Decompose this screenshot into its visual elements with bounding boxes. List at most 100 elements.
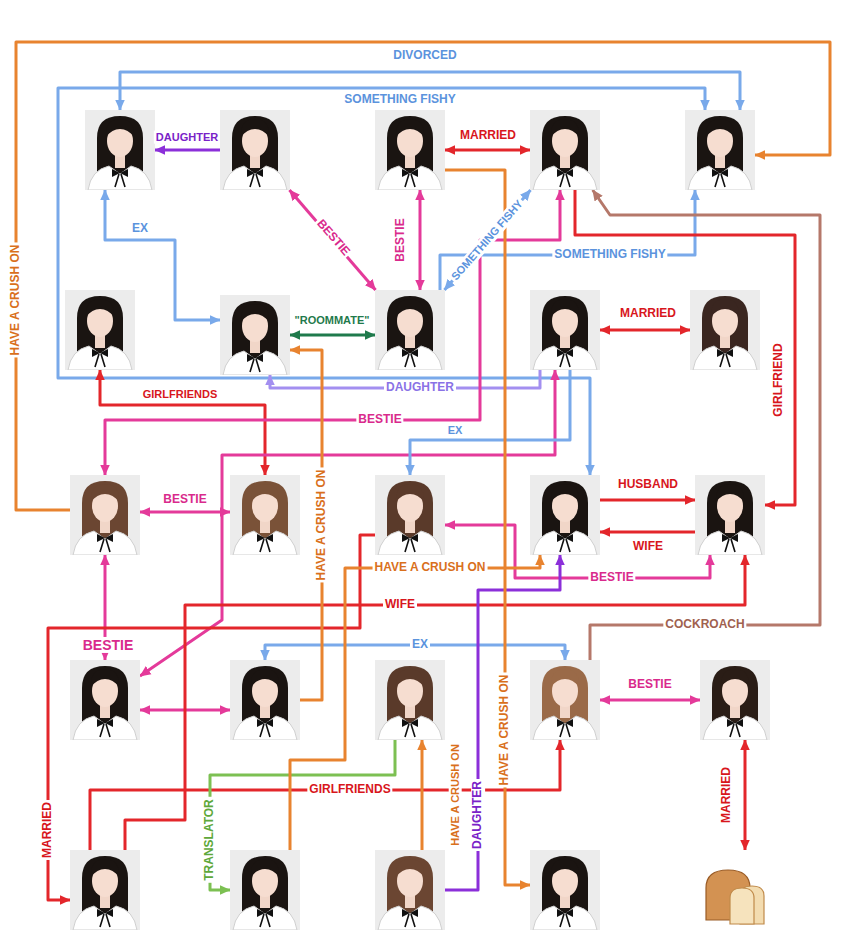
portrait-picture (530, 475, 600, 555)
relationship-arrow (421, 740, 424, 850)
relationship-label: SOMETHING FISHY (552, 248, 667, 262)
relationship-arrow (90, 740, 560, 850)
portrait-picture (375, 850, 445, 930)
relationship-arrow (590, 190, 820, 660)
portrait-picture (530, 850, 600, 930)
relationship-label: MARRIED (618, 307, 678, 321)
relationship-arrow (290, 334, 375, 337)
bread-node (700, 850, 770, 930)
portrait-picture (70, 660, 140, 740)
relationship-label: WIFE (383, 598, 417, 612)
portrait-picture (85, 110, 155, 190)
portrait-picture (530, 660, 600, 740)
relationship-label: MARRIED (458, 129, 518, 143)
relationship-arrow (600, 531, 695, 534)
portrait-node (695, 475, 765, 555)
relationship-label: HUSBAND (616, 478, 680, 492)
relationship-arrow (120, 72, 740, 110)
portrait-node (530, 110, 600, 190)
portrait-picture (530, 290, 600, 370)
relationship-arrow (270, 370, 540, 388)
relationship-label: BESTIE (356, 413, 403, 427)
relationship-label: DIVORCED (391, 49, 458, 63)
portrait-node (230, 660, 300, 740)
relationship-arrow (600, 499, 695, 502)
portrait-picture (65, 290, 135, 370)
portrait-picture (700, 660, 770, 740)
relationship-arrow (290, 555, 540, 850)
bread-picture (700, 850, 770, 930)
portrait-picture (220, 110, 290, 190)
relationship-label: SOMETHING FISHY (342, 93, 457, 107)
relationship-label: BESTIE (161, 493, 208, 507)
relationship-label: DAUGHTER (154, 131, 220, 144)
relationship-label: EX (446, 424, 465, 437)
portrait-node (85, 110, 155, 190)
relationship-arrow (445, 170, 530, 885)
portrait-picture (70, 475, 140, 555)
portrait-picture (70, 850, 140, 930)
relationship-label: BESTIE (81, 637, 136, 653)
relationship-label: EX (410, 638, 430, 652)
relationship-arrow (575, 190, 795, 505)
relationship-label: DAUGHTER (384, 381, 456, 395)
portrait-node (530, 660, 600, 740)
portrait-node (690, 290, 760, 370)
portrait-picture (375, 660, 445, 740)
portrait-node (530, 290, 600, 370)
portrait-node (70, 850, 140, 930)
relationship-arrow (744, 740, 747, 850)
portrait-node (375, 850, 445, 930)
relationship-label: GIRLFRIENDS (307, 783, 392, 797)
portrait-node (220, 295, 290, 375)
relationship-arrow (265, 645, 565, 660)
portrait-node (700, 660, 770, 740)
relationship-arrow (289, 190, 375, 290)
relationship-arrow (445, 525, 710, 578)
relationship-arrow (140, 511, 230, 514)
relationship-arrow (440, 190, 695, 290)
relationship-label: HAVE A CRUSH ON (9, 243, 23, 358)
relationship-label: BESTIE (312, 216, 353, 261)
relationship-label: DAUGHTER (471, 779, 485, 851)
portrait-picture (690, 290, 760, 370)
relationship-label: MARRIED (41, 800, 55, 860)
relationship-label: BESTIE (626, 678, 673, 692)
relationship-label: MARRIED (720, 765, 734, 825)
portrait-picture (375, 110, 445, 190)
portrait-node (375, 290, 445, 370)
portrait-node (530, 475, 600, 555)
relationship-arrow (600, 699, 700, 702)
portrait-picture (230, 850, 300, 930)
relationship-arrow (155, 149, 220, 152)
relationship-label: HAVE A CRUSH ON (373, 561, 488, 575)
portrait-node (70, 660, 140, 740)
portrait-node (530, 850, 600, 930)
relationship-arrow (600, 329, 690, 332)
relationship-label: EX (130, 222, 150, 236)
relationship-label: GIRLFRIEND (772, 341, 786, 418)
portrait-picture (375, 290, 445, 370)
portrait-node (230, 850, 300, 930)
relationship-label: SOMETHING FISHY (447, 196, 526, 284)
portrait-node (375, 110, 445, 190)
relationship-arrow (16, 42, 830, 510)
portrait-node (230, 475, 300, 555)
relationship-label: GIRLFRIENDS (141, 388, 220, 401)
portrait-node (220, 110, 290, 190)
portrait-node (65, 290, 135, 370)
relationship-label: WIFE (631, 540, 665, 554)
relationship-arrow (445, 149, 530, 152)
relationship-label: TRANSLATOR (203, 797, 217, 883)
relationship-arrow (125, 555, 745, 850)
portrait-picture (375, 475, 445, 555)
portrait-node (685, 110, 755, 190)
portrait-node (70, 475, 140, 555)
portrait-node (375, 660, 445, 740)
relationship-label: BESTIE (394, 216, 408, 263)
relationship-arrow (410, 370, 570, 475)
relationship-arrow (105, 190, 560, 475)
relationship-label: BESTIE (588, 571, 635, 585)
relationship-label: "ROOMMATE" (293, 314, 372, 327)
